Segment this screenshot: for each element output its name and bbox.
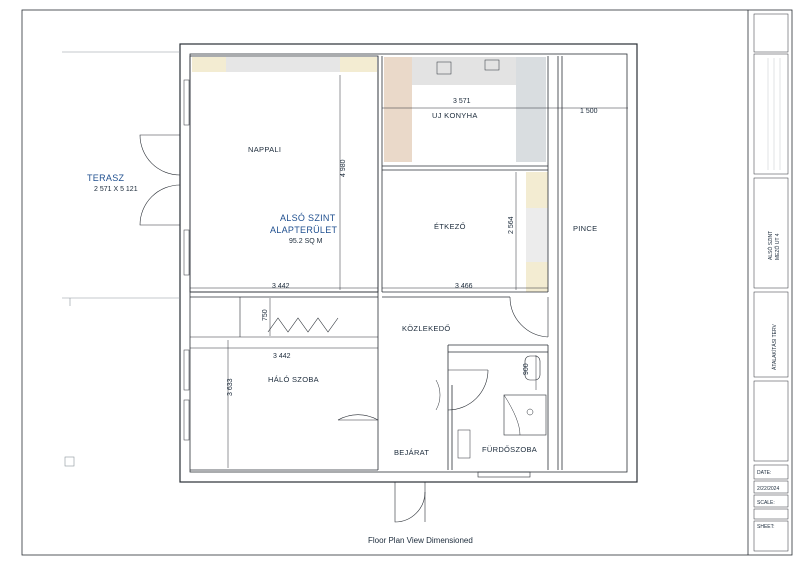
bathroom-door (447, 369, 489, 411)
dining-cabinet-top (526, 172, 548, 208)
washbasin (457, 429, 471, 459)
tb-vertical-title: ALSÓ SZINT (767, 231, 774, 260)
wardrobe-doors (267, 317, 339, 333)
label-alapterulet: ALAPTERÜLET (270, 225, 338, 235)
dim-3466: 3 466 (455, 283, 473, 290)
dim-2564: 2 564 (508, 216, 515, 234)
dim-4980: 4 980 (340, 159, 347, 177)
tb-sheet-label: SHEET: (757, 524, 775, 530)
label-konyha: UJ KONYHA (432, 111, 478, 120)
label-bejarat: BEJÁRAT (394, 448, 429, 457)
dim-3633: 3 633 (227, 378, 234, 396)
shower (503, 394, 547, 436)
kitchen-counter-right (516, 57, 546, 162)
dim-3571: 3 571 (453, 98, 471, 105)
label-kozlekedo: KÖZLEKEDŐ (402, 324, 451, 333)
label-pince: PINCE (573, 224, 597, 233)
living-shelf (192, 57, 377, 72)
bedroom-door (337, 414, 379, 421)
entrance-door (394, 482, 426, 523)
living-shelf-accent-2 (340, 57, 377, 72)
label-furdo: FÜRDŐSZOBA (482, 445, 537, 454)
dining-cabinet-bottom (526, 262, 548, 292)
label-terasz: TERASZ (87, 173, 125, 183)
dim-1500: 1 500 (580, 108, 598, 115)
terrace-door-bottom (139, 184, 181, 226)
label-etkezo: ÉTKEZŐ (434, 222, 466, 231)
tb-date-value: 2/22/2024 (757, 486, 779, 492)
living-shelf-accent (192, 57, 226, 72)
dim-900: 900 (523, 363, 530, 375)
kitchen-counter-left (384, 57, 412, 162)
floor-plan: NAPPALI TERASZ 2 571 X 5 121 ALSÓ SZINT … (62, 43, 638, 523)
drawing-caption: Floor Plan View Dimensioned (368, 536, 473, 545)
label-nappali: NAPPALI (248, 145, 281, 154)
tb-vertical-address: MEZŐ UT 4 (774, 233, 781, 260)
tb-date-label: DATE: (757, 470, 771, 476)
label-area: 95.2 SQ M (289, 238, 323, 245)
tb-scale-label: SCALE: (757, 500, 775, 506)
dim-3442b: 3 442 (273, 353, 291, 360)
basement-door (509, 296, 549, 338)
terrace-door-top (139, 134, 181, 176)
label-halo: HÁLÓ SZOBA (268, 375, 319, 384)
outer-wall (179, 43, 638, 483)
label-also-szint: ALSÓ SZINT (280, 213, 336, 223)
tb-plan-title: ÁTALAKÍTÁSI TERV (771, 323, 778, 370)
dim-3442a: 3 442 (272, 283, 290, 290)
title-block: ALSÓ SZINT MEZŐ UT 4 ÁTALAKÍTÁSI TERV DA… (753, 13, 789, 552)
toilet (524, 355, 541, 381)
sheet-border (21, 9, 793, 556)
label-terasz-size: 2 571 X 5 121 (94, 186, 138, 193)
dim-750: 750 (262, 309, 269, 321)
